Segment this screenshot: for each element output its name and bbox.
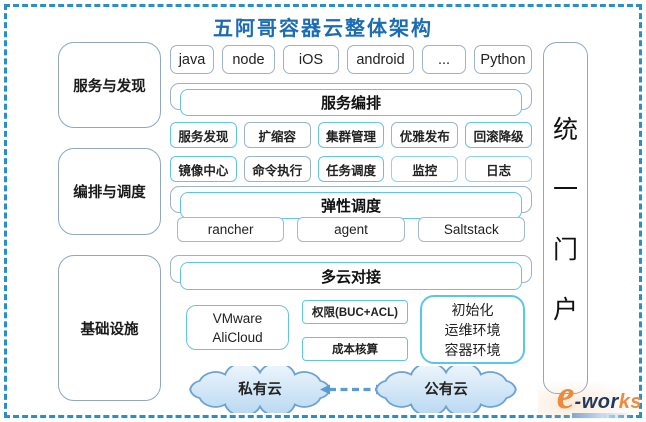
capability-monitoring: 监控 bbox=[391, 156, 459, 182]
virtualization-box: VMware AliCloud bbox=[186, 305, 289, 350]
environment-box: 初始化 运维环境 容器环境 bbox=[420, 295, 525, 364]
language-java: java bbox=[170, 45, 214, 74]
layer-front-panel: 多云对接 bbox=[180, 262, 522, 290]
layer-infrastructure: 基础设施 bbox=[58, 255, 161, 401]
portal-char: 户 bbox=[552, 297, 578, 324]
permission-box: 权限(BUC+ACL) bbox=[302, 300, 408, 324]
cloud-row: 私有云 公有云 bbox=[170, 366, 532, 416]
language-python: Python bbox=[474, 45, 532, 74]
multi-cloud-label: 多云对接 bbox=[320, 268, 381, 286]
capability-cluster-mgmt: 集群管理 bbox=[317, 122, 385, 148]
capability-service-discovery: 服务发现 bbox=[170, 122, 237, 148]
cloud-shape-icon bbox=[375, 366, 517, 413]
middle-stack: java node iOS android ... Python 服务编排 服务… bbox=[170, 0, 532, 422]
multi-cloud-box: 多云对接 bbox=[170, 255, 532, 292]
portal-char: 一 bbox=[552, 177, 578, 204]
language-node: node bbox=[222, 45, 275, 74]
eworks-logo-wor: -wor bbox=[574, 391, 619, 413]
capability-logging: 日志 bbox=[465, 156, 532, 182]
alicloud-label: AliCloud bbox=[212, 329, 263, 345]
unified-portal-box: 统 一 门 户 bbox=[543, 42, 588, 394]
public-cloud: 公有云 bbox=[370, 366, 522, 413]
elastic-scheduling-label: 弹性调度 bbox=[320, 198, 381, 215]
cost-accounting-box: 成本核算 bbox=[302, 337, 408, 361]
page-title: 五阿哥容器云整体架构 bbox=[213, 18, 433, 40]
tool-agent: agent bbox=[297, 217, 405, 242]
layer-label: 编排与调度 bbox=[73, 185, 146, 201]
elastic-scheduling-box: 弹性调度 bbox=[170, 186, 532, 221]
public-cloud-label: 公有云 bbox=[424, 381, 468, 398]
layer-label: 服务与发现 bbox=[73, 78, 146, 95]
layer-front-panel: 弹性调度 bbox=[180, 192, 522, 219]
eworks-logo: e -wor ks bbox=[538, 372, 642, 419]
portal-char: 统 bbox=[552, 117, 578, 144]
layer-front-panel: 服务编排 bbox=[180, 89, 522, 116]
private-cloud-label: 私有云 bbox=[238, 381, 282, 398]
tool-rancher: rancher bbox=[177, 217, 285, 242]
layer-orchestration-scheduling: 编排与调度 bbox=[58, 148, 161, 235]
capability-graceful-release: 优雅发布 bbox=[391, 122, 459, 148]
scheduler-tool-row: rancher agent Saltstack bbox=[170, 217, 532, 242]
eworks-logo-underline bbox=[572, 413, 634, 418]
capability-task-schedule: 任务调度 bbox=[317, 156, 385, 182]
language-android: android bbox=[347, 45, 414, 74]
language-row: java node iOS android ... Python bbox=[170, 45, 532, 74]
env-container-label: 容器环境 bbox=[444, 341, 501, 358]
vmware-label: VMware bbox=[212, 310, 263, 326]
infrastructure-row: VMware AliCloud 权限(BUC+ACL) 成本核算 初始化 运维环… bbox=[170, 295, 532, 365]
ops-capability-row: 镜像中心 命令执行 任务调度 监控 日志 bbox=[170, 156, 532, 182]
layer-label: 基础设施 bbox=[80, 321, 139, 338]
service-orchestration-box: 服务编排 bbox=[170, 83, 532, 118]
eworks-logo-ks: ks bbox=[618, 391, 642, 413]
layer-service-discovery: 服务与发现 bbox=[58, 42, 161, 128]
service-capability-row: 服务发现 扩缩容 集群管理 优雅发布 回滚降级 bbox=[170, 122, 532, 148]
eworks-logo-e: e bbox=[556, 372, 575, 417]
capability-scaling: 扩缩容 bbox=[243, 122, 311, 148]
env-init-label: 初始化 bbox=[451, 301, 494, 318]
tool-saltstack: Saltstack bbox=[417, 217, 525, 242]
env-ops-label: 运维环境 bbox=[444, 321, 501, 338]
private-cloud: 私有云 bbox=[184, 366, 336, 413]
language-ios: iOS bbox=[283, 45, 339, 74]
capability-rollback: 回滚降级 bbox=[465, 122, 532, 148]
portal-char: 门 bbox=[552, 237, 578, 264]
capability-command-exec: 命令执行 bbox=[243, 156, 311, 182]
service-orchestration-label: 服务编排 bbox=[320, 95, 381, 112]
capability-image-registry: 镜像中心 bbox=[170, 156, 237, 182]
language-ellipsis: ... bbox=[422, 45, 466, 74]
